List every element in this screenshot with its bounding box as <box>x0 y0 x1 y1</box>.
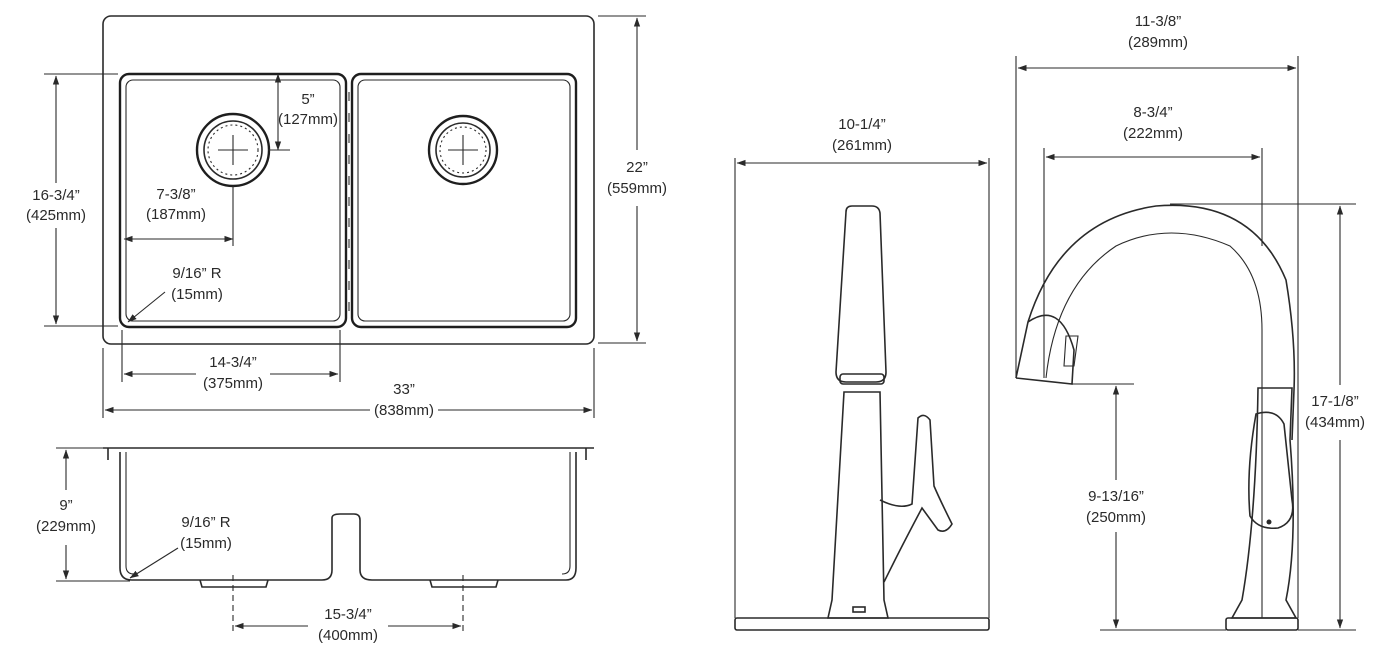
right-drain <box>427 114 499 186</box>
spout-reach-mm: (222mm) <box>1123 125 1183 142</box>
left-bowl-inner <box>125 79 341 322</box>
drain-offset-label: 7-3/8” <box>156 186 195 203</box>
right-bowl-inner <box>357 79 571 322</box>
front-led-indicator <box>852 606 866 613</box>
sink-flange <box>103 447 594 460</box>
spout-height-mm: (250mm) <box>1086 509 1146 526</box>
right-bowl-rim <box>350 72 578 329</box>
corner-radius-mm: (15mm) <box>171 286 223 303</box>
drain-offset-mm: (187mm) <box>146 206 206 223</box>
left-drain-body <box>199 579 269 588</box>
front-sprayhead <box>835 205 887 383</box>
front-faucet-body <box>827 391 889 619</box>
sink-depth-mm: (229mm) <box>36 518 96 535</box>
overall-width-label: 33” <box>393 381 415 398</box>
front-spray-face <box>839 373 885 385</box>
side-deck-plate <box>1225 617 1299 631</box>
side-corner-radius-mm: (15mm) <box>180 535 232 552</box>
side-corner-radius-label: 9/16” R <box>181 514 230 531</box>
left-bowl-rim <box>118 72 348 329</box>
faucet-width-label: 10-1/4” <box>838 116 886 133</box>
spout-reach-label: 8-3/4” <box>1133 104 1172 121</box>
drain-spacing-mm: (400mm) <box>318 627 378 644</box>
front-deck-plate <box>734 617 990 631</box>
overall-width-mm: (838mm) <box>374 402 434 419</box>
left-drain <box>195 112 271 188</box>
bowl-height-mm: (425mm) <box>26 207 86 224</box>
side-faucet-body <box>1230 387 1298 619</box>
bowl-width-label: 14-3/4” <box>209 354 257 371</box>
bowl-depth-label: 5” <box>301 91 314 108</box>
faucet-reach-mm: (289mm) <box>1128 34 1188 51</box>
faucet-side-view: 11-3/8” (289mm) 8-3/4” (222mm) 17-1/8” (… <box>1015 13 1365 631</box>
bowl-height-label: 16-3/4” <box>32 187 80 204</box>
side-spout-arc <box>1015 204 1296 441</box>
overall-depth-mm: (559mm) <box>607 180 667 197</box>
faucet-front-view: 10-1/4” (261mm) <box>734 116 990 631</box>
faucet-height-label: 17-1/8” <box>1311 393 1359 410</box>
left-bowl-section <box>119 452 577 581</box>
sink-depth-label: 9” <box>59 497 72 514</box>
front-handle <box>879 414 953 583</box>
corner-radius-label: 9/16” R <box>172 265 221 282</box>
faucet-reach-label: 11-3/8” <box>1135 13 1181 30</box>
side-sprayhead <box>1015 314 1075 385</box>
bowl-width-mm: (375mm) <box>203 375 263 392</box>
right-drain-body <box>429 579 499 588</box>
side-handle <box>1248 411 1294 530</box>
sink-deck-outline <box>102 15 595 345</box>
bowl-depth-mm: (127mm) <box>278 111 338 128</box>
spout-height-label: 9-13/16” <box>1088 488 1144 505</box>
side-spout-inner <box>1045 232 1263 618</box>
sink-top-view: 5” (127mm) 7-3/8” (187mm) 9/16” R (15mm)… <box>26 15 667 419</box>
sink-side-view: 9” (229mm) 9/16” R (15mm) 15-3/4” (400mm… <box>36 447 594 648</box>
drain-spacing-label: 15-3/4” <box>324 606 372 623</box>
faucet-height-mm: (434mm) <box>1305 414 1365 431</box>
overall-depth-label: 22” <box>626 159 648 176</box>
faucet-width-mm: (261mm) <box>832 137 892 154</box>
